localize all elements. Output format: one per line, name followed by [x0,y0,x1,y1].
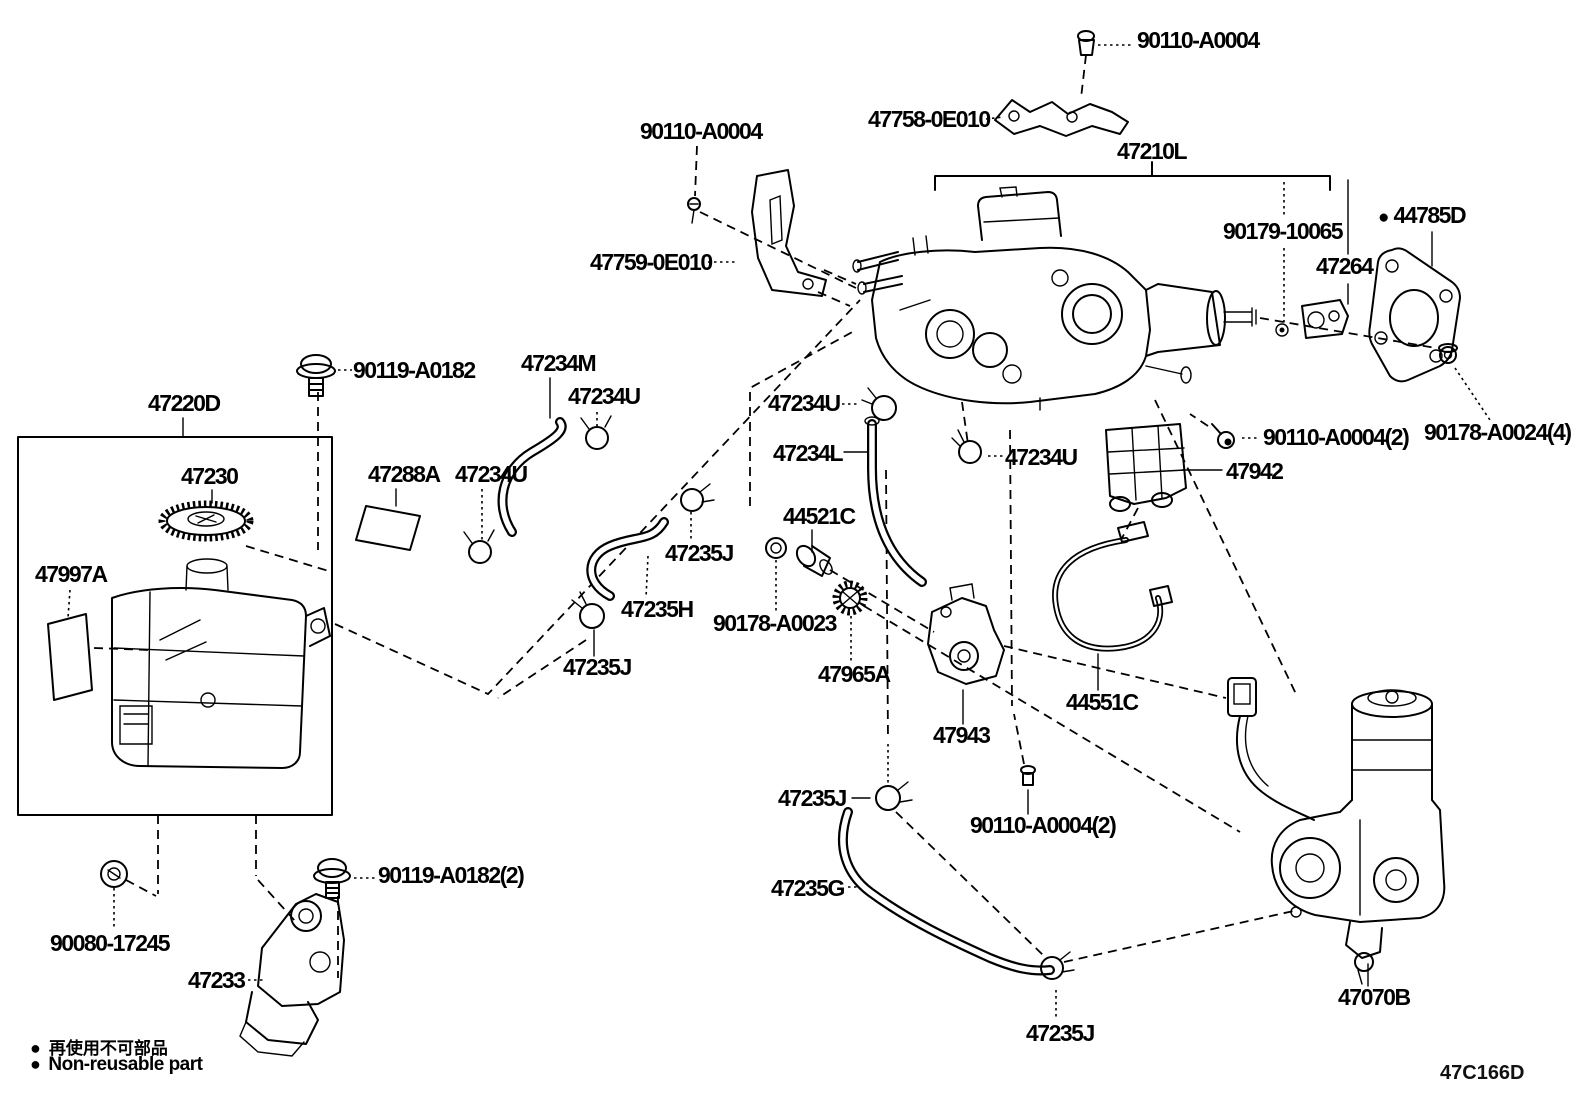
part-label-47233: 47233 [188,967,246,993]
part-label-90179-10065: 90179-10065 [1223,218,1344,244]
part-label-90178-a0023: 90178-A0023 [713,610,837,636]
non-reusable-marker: ● [30,1054,41,1074]
pump-47070b-drawing [1227,677,1446,985]
hose-clamp-icon [951,429,982,464]
bracket-47943-drawing [927,583,1005,685]
part-label-47288a: 47288A [368,461,441,487]
part-47264-drawing [1275,299,1349,339]
part-label-47234u-a: 47234U [455,461,528,487]
part-label-90110-a0004-2-b: 90110-A0004(2) [970,812,1117,838]
part-label-90110-a0004-left: 90110-A0004 [640,118,763,144]
part-label-47234l: 47234L [773,440,844,466]
part-label-44785d: ●44785D [1378,202,1467,229]
part-label-47235h: 47235H [621,596,694,622]
hose-47235g-drawing [837,807,1055,976]
legend-jp-text: 再使用不可部品 [48,1039,168,1058]
part-label-44521c: 44521C [783,503,856,529]
part-label-47965a: 47965A [818,661,891,687]
bolt-icon [313,858,351,899]
label-sticker-47288a-drawing [355,505,421,551]
part-label-47758-0e010: 47758-0E010 [868,106,991,132]
hose-clamp-icon [861,387,897,421]
bracket-47942-drawing [1105,423,1187,512]
grommet-icon [795,544,833,577]
bolt-icon [1211,423,1235,449]
part-label-47234m: 47234M [521,350,597,376]
part-label-47220d: 47220D [148,390,221,416]
non-reusable-marker: ● [1378,207,1390,228]
part-label-47997a: 47997A [35,561,108,587]
legend-non-reusable-jp: ● 再使用不可部品 [30,1034,168,1059]
part-label-47210l: 47210L [1117,138,1188,164]
bracket-47233-drawing [239,893,345,1057]
hose-clamp-icon [463,529,495,564]
hose-47234m-drawing [497,417,567,537]
hose-clamp-icon [875,781,913,811]
figure-code: 47C166D [1440,1062,1525,1084]
part-label-90178-a0024-4: 90178-A0024(4) [1424,419,1572,445]
hose-clamp-icon [680,483,715,512]
part-label-47070b: 47070B [1338,984,1411,1010]
non-reusable-marker: ● [30,1038,41,1058]
gasket-44785d-drawing [1368,247,1461,383]
part-label-47942: 47942 [1226,458,1284,484]
part-label-47235j-d: 47235J [1026,1020,1095,1046]
bracket-47758-drawing [994,99,1129,137]
nut-icon [765,537,787,559]
part-label-47759-0e010: 47759-0E010 [590,249,713,275]
part-label-47234u-c: 47234U [768,390,841,416]
part-label-90110-a0004-top: 90110-A0004 [1137,27,1260,53]
part-label-47264: 47264 [1316,253,1374,279]
part-label-47235g: 47235G [771,875,845,901]
booster-assembly-drawing [852,186,1257,411]
fastener-icons [100,30,1458,899]
hose-clamp-icon [1040,951,1075,980]
part-label-47234u-d: 47234U [1005,444,1078,470]
part-label-47235j-a: 47235J [665,540,734,566]
part-label-47230: 47230 [181,463,239,489]
bolt-icon [296,354,336,397]
legend-en-text: Non-reusable part [48,1054,203,1075]
reservoir-tank-drawing [111,558,331,769]
tube-44551c-drawing [1052,521,1173,652]
hose-clamp-icon [580,415,612,450]
bolt-icon [1020,765,1036,786]
clamp-icons [463,387,1075,980]
part-label-90119-a0182-2: 90119-A0182(2) [378,862,525,888]
nut-icon [100,860,128,888]
bolt-icon [1077,30,1095,56]
legend-non-reusable-en: ● Non-reusable part [30,1054,203,1076]
hose-47234l-drawing [864,416,927,587]
bracket-47759-drawing [751,169,827,297]
screw-icon [687,197,701,224]
part-label-47235j-c: 47235J [778,785,847,811]
hose-47235h-drawing [586,517,669,601]
part-label-text: 44785D [1393,202,1466,228]
part-label-47943: 47943 [933,722,991,748]
part-label-44551c: 44551C [1066,689,1139,715]
cap-47965a-icon [832,580,868,616]
label-sticker-47997a-drawing [47,613,93,701]
grommet-icon [1438,343,1458,364]
part-label-90080-17245: 90080-17245 [50,930,171,956]
reservoir-cap-47230-drawing [158,500,254,542]
leader-lines [67,44,1491,1020]
part-label-47234u-b: 47234U [568,383,641,409]
part-label-90110-a0004-2-r: 90110-A0004(2) [1263,424,1410,450]
part-label-47235j-b: 47235J [563,654,632,680]
reservoir-box [17,436,333,816]
hose-clamp-icon [571,591,605,629]
part-label-90119-a0182: 90119-A0182 [353,357,476,383]
